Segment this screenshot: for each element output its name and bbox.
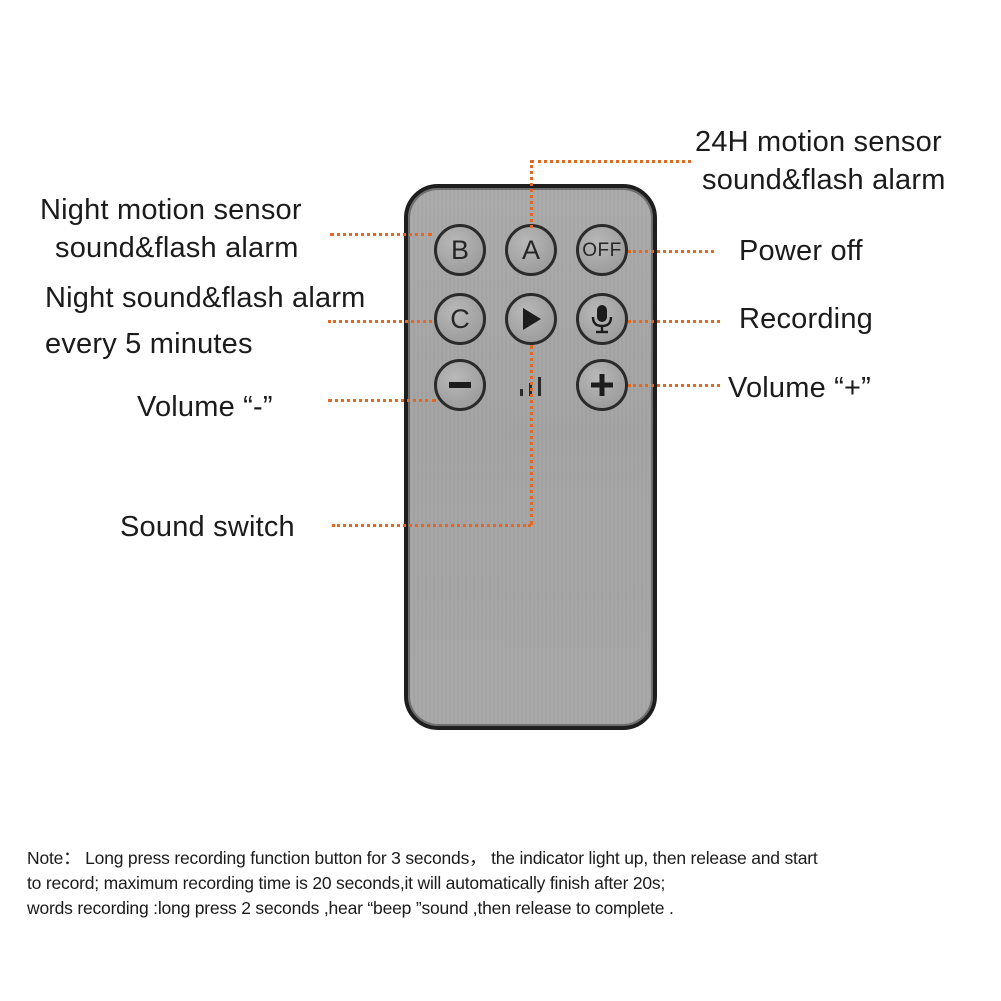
button-b-label: B	[450, 234, 469, 265]
leader-line-volume-minus	[328, 399, 436, 402]
leader-line-power-off	[628, 250, 714, 253]
label-power-off: Power off	[739, 235, 863, 267]
label-recording: Recording	[739, 303, 873, 335]
volume-plus-button[interactable]	[576, 359, 628, 411]
leader-line-night-sound	[328, 320, 432, 323]
label-24h-motion-sensor: 24H motion sensor	[695, 126, 942, 158]
button-b[interactable]: B	[434, 224, 486, 276]
play-icon	[520, 307, 542, 331]
microphone-icon	[590, 304, 614, 334]
plus-icon	[589, 372, 615, 398]
volume-minus-button[interactable]	[434, 359, 486, 411]
leader-line-sound-switch-vertical	[530, 345, 533, 525]
minus-icon	[447, 372, 473, 398]
power-off-button[interactable]: OFF	[576, 224, 628, 276]
label-volume-minus: Volume “-”	[137, 391, 273, 423]
leader-line-sound-switch	[332, 524, 531, 527]
button-a[interactable]: A	[505, 224, 557, 276]
note-line-1: Note： Long press recording function butt…	[27, 848, 818, 868]
leader-line-recording	[628, 320, 720, 323]
recording-button[interactable]	[576, 293, 628, 345]
sound-switch-button[interactable]	[505, 293, 557, 345]
note-line-2: to record; maximum recording time is 20 …	[27, 873, 666, 893]
label-24h-sound-flash-alarm: sound&flash alarm	[702, 164, 946, 196]
label-night-motion-sound-flash-alarm: sound&flash alarm	[55, 232, 299, 264]
label-night-motion-sensor: Night motion sensor	[40, 194, 302, 226]
button-c-label: C	[450, 303, 470, 334]
leader-line-volume-plus	[628, 384, 720, 387]
label-night-sound-flash-alarm: Night sound&flash alarm	[45, 282, 366, 314]
label-volume-plus: Volume “+”	[728, 372, 872, 404]
button-a-label: A	[521, 234, 540, 265]
power-off-button-label: OFF	[582, 239, 622, 261]
leader-line-24h-alarm	[531, 160, 691, 163]
leader-line-24h-alarm-vertical	[530, 160, 533, 228]
note-line-3: words recording :long press 2 seconds ,h…	[27, 898, 674, 918]
label-sound-switch: Sound switch	[120, 511, 295, 543]
button-c[interactable]: C	[434, 293, 486, 345]
leader-line-night-motion	[330, 233, 432, 236]
label-every-5-minutes: every 5 minutes	[45, 328, 253, 360]
usage-note: Note： Long press recording function butt…	[27, 846, 977, 921]
